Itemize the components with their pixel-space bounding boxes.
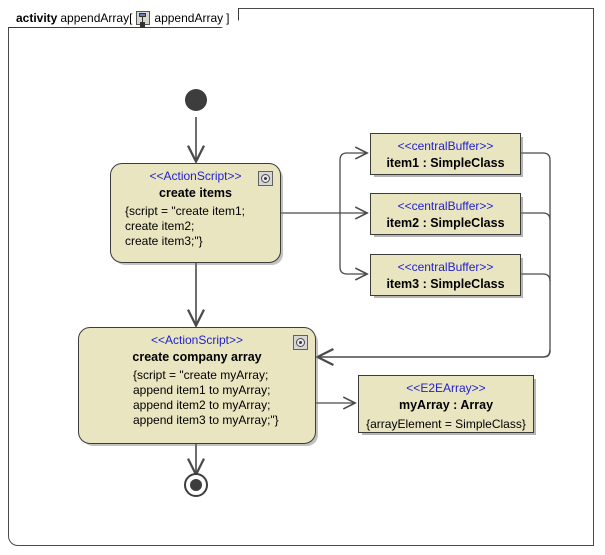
object-node-item2[interactable]: <<centralBuffer>> item2 : SimpleClass xyxy=(370,193,521,235)
activity-diagram-icon xyxy=(136,10,151,25)
frame-close-bracket: ] xyxy=(226,10,230,25)
action-create-items[interactable]: <<ActionScript>> create items {script = … xyxy=(110,163,281,263)
frame-keyword: activity xyxy=(16,10,58,25)
activity-final-node[interactable] xyxy=(184,473,208,497)
initial-node[interactable] xyxy=(185,89,207,111)
action-create-items-stereotype: <<ActionScript>> xyxy=(149,169,242,183)
object-node-myarray-stereotype: <<E2EArray>> xyxy=(406,381,486,395)
action-create-company-array-stereotype: <<ActionScript>> xyxy=(150,333,244,347)
object-node-myarray[interactable]: <<E2EArray>> myArray : Array {arrayEleme… xyxy=(358,375,534,433)
activity-frame xyxy=(8,8,594,546)
object-node-item3-title: item3 : SimpleClass xyxy=(386,277,505,291)
script-line: {script = "create myArray; xyxy=(133,368,269,382)
script-line: {script = "create item1; xyxy=(125,204,245,218)
object-node-myarray-constraint: {arrayElement = SimpleClass} xyxy=(366,417,526,431)
script-line: create item2; xyxy=(125,219,195,233)
script-line: append item2 to myArray; xyxy=(133,398,271,412)
action-create-items-script: {script = "create item1; create item2; c… xyxy=(111,204,280,249)
object-node-item2-title: item2 : SimpleClass xyxy=(386,216,505,230)
action-create-company-array[interactable]: <<ActionScript>> create company array {s… xyxy=(78,327,316,444)
object-node-item2-stereotype: <<centralBuffer>> xyxy=(397,199,494,213)
object-node-item3[interactable]: <<centralBuffer>> item3 : SimpleClass xyxy=(370,254,521,296)
script-line: append item1 to myArray; xyxy=(133,383,271,397)
action-create-company-array-script: {script = "create myArray; append item1 … xyxy=(79,368,315,428)
object-node-item1[interactable]: <<centralBuffer>> item1 : SimpleClass xyxy=(370,133,521,175)
frame-name: appendArray[ xyxy=(60,10,133,25)
object-node-item3-stereotype: <<centralBuffer>> xyxy=(397,260,494,274)
action-create-items-title: create items xyxy=(159,186,232,200)
object-node-myarray-title: myArray : Array xyxy=(398,398,494,412)
script-line: create item3;"} xyxy=(125,234,203,248)
behavior-gear-icon[interactable] xyxy=(293,335,308,350)
behavior-gear-icon[interactable] xyxy=(258,171,273,186)
frame-behavior-name: appendArray xyxy=(154,10,224,25)
script-line: append item3 to myArray;"} xyxy=(133,413,279,427)
action-create-company-array-title: create company array xyxy=(132,350,262,364)
activity-frame-header: activity appendArray[ appendArray ] xyxy=(8,8,240,28)
object-node-item1-title: item1 : SimpleClass xyxy=(386,156,505,170)
object-node-item1-stereotype: <<centralBuffer>> xyxy=(397,139,494,153)
